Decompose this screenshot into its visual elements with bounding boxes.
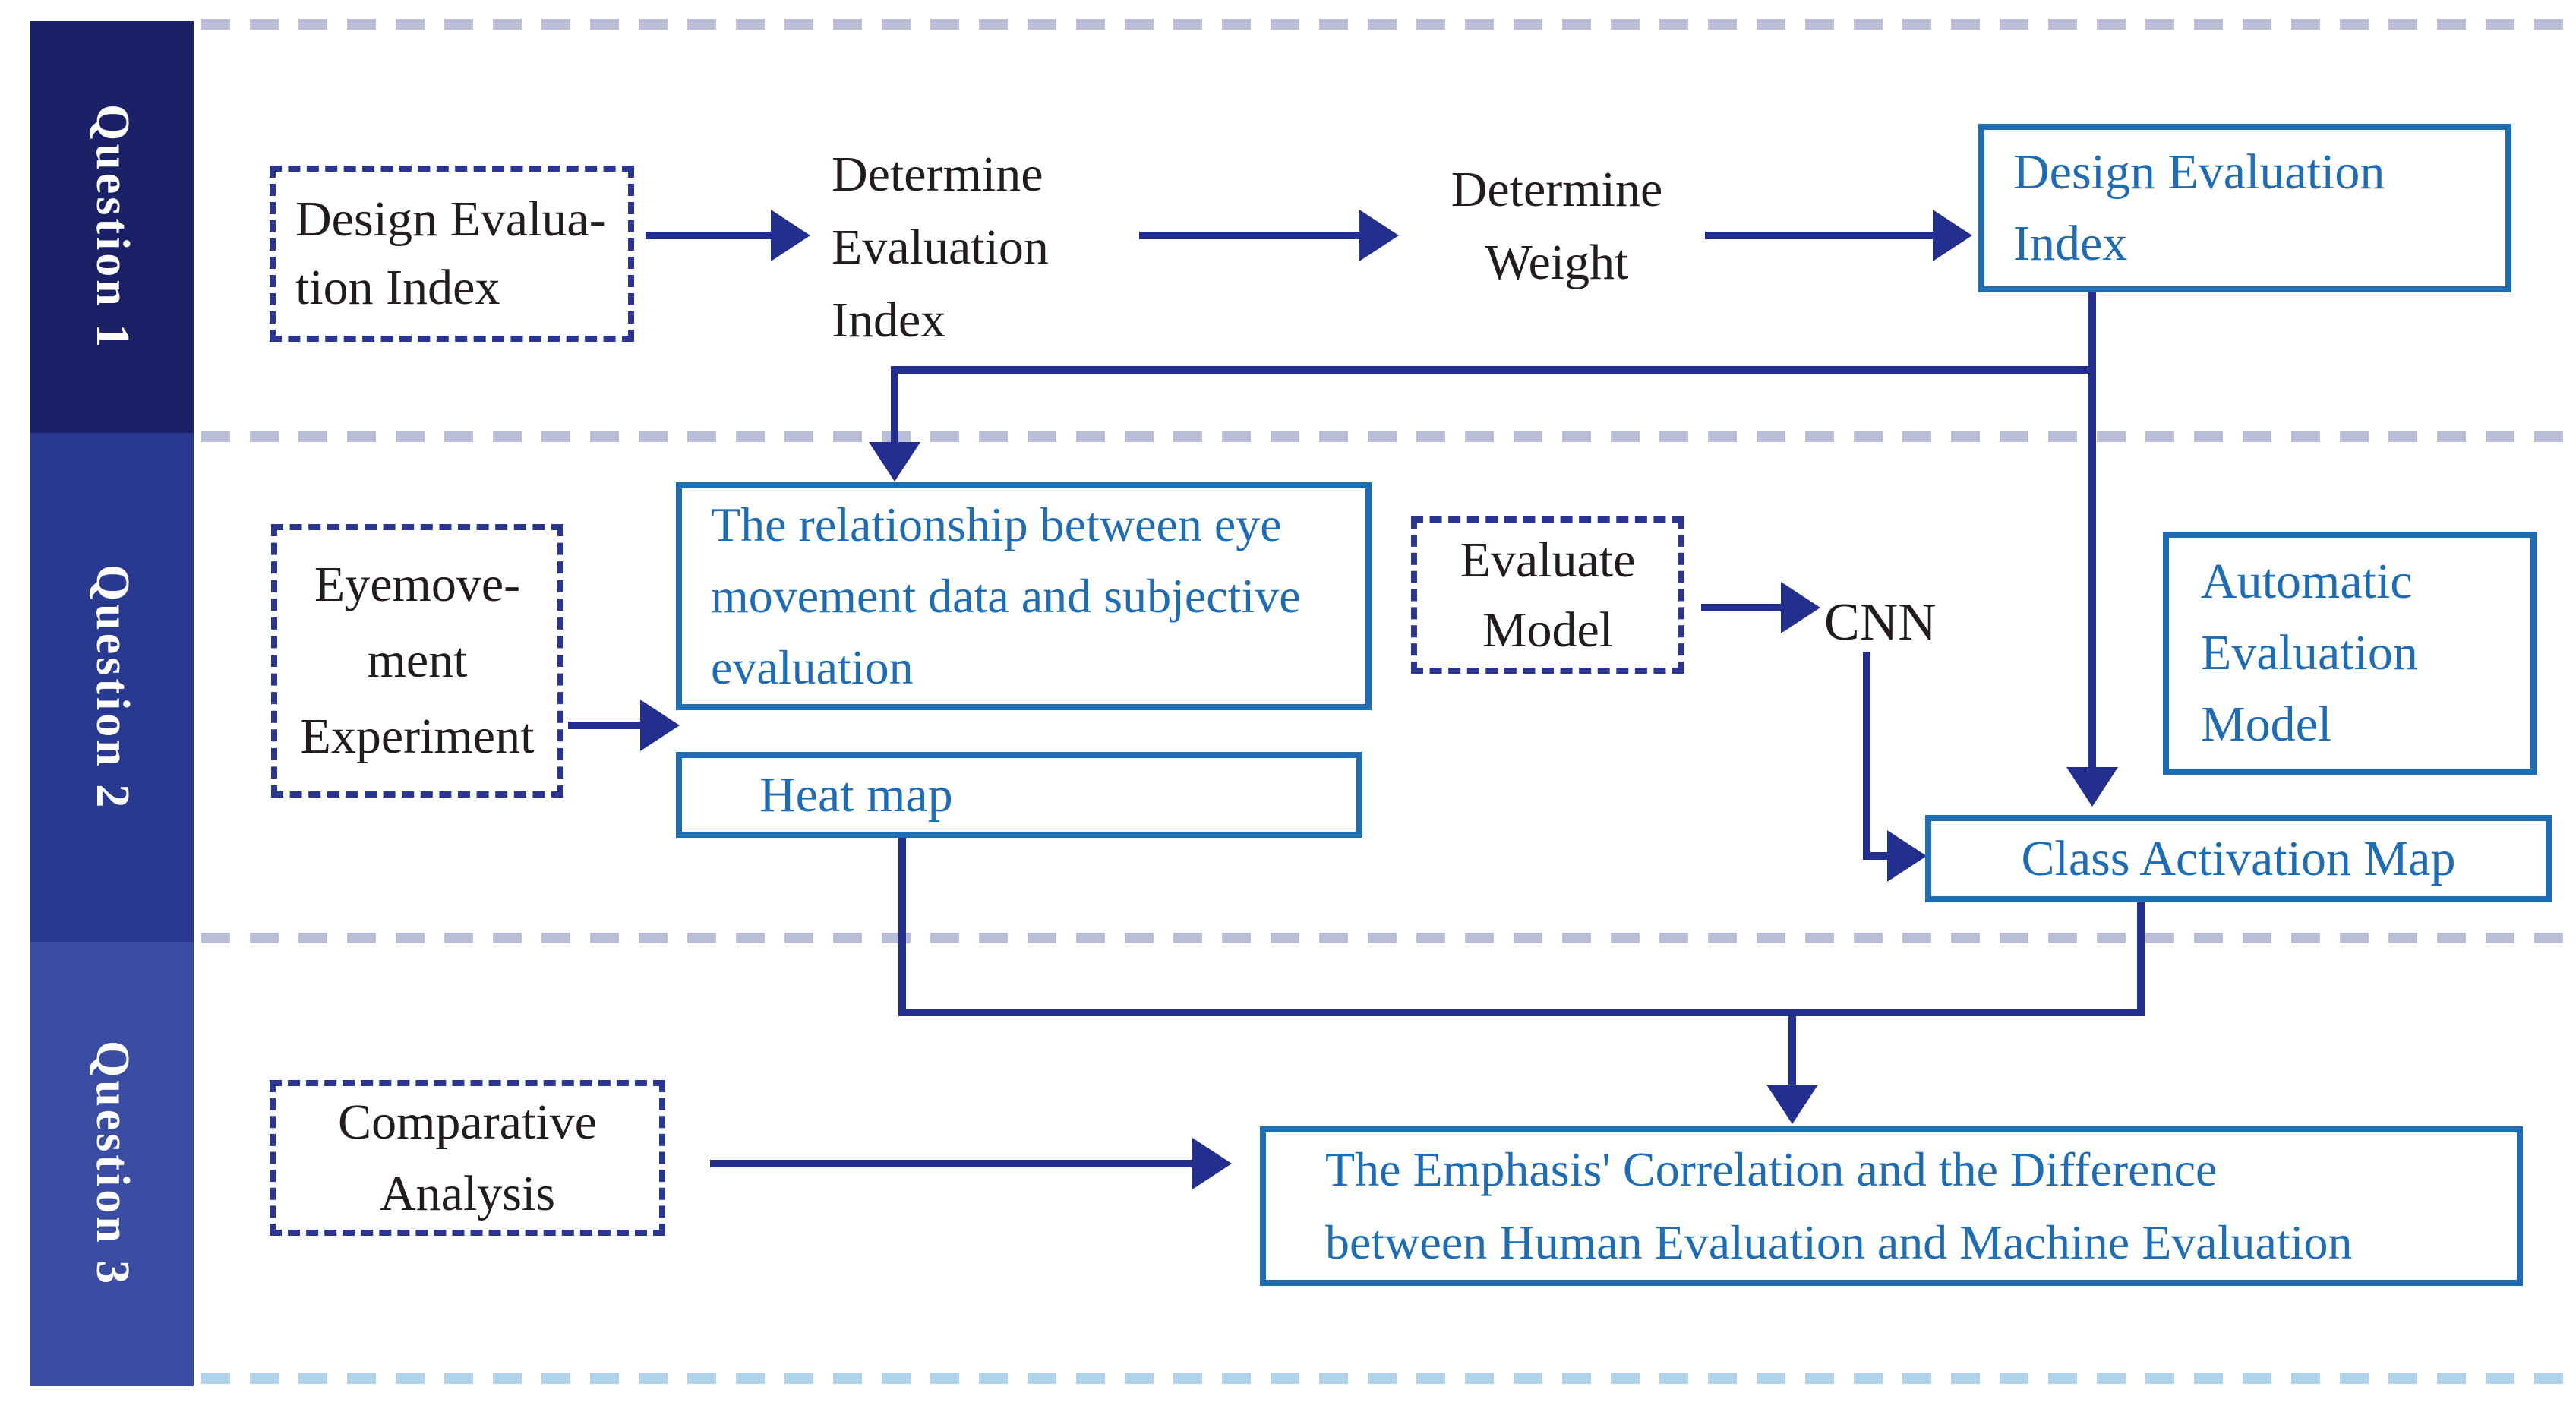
- evaluate-model-dashed-box: Evaluate Model: [1411, 516, 1684, 674]
- separator-top: [201, 19, 2563, 30]
- relationship-box: The relationship between eye movement da…: [676, 482, 1372, 710]
- arrowhead-down-icon: [2066, 767, 2118, 807]
- arrowhead-down-icon: [869, 442, 920, 482]
- connector-cnn-down: [1863, 652, 1870, 860]
- connector-class-activation-map-down: [2137, 902, 2145, 1016]
- arrowhead-right-icon: [1933, 210, 1972, 261]
- arrow-to-determine-evaluation-index: [646, 232, 771, 239]
- correlation-difference-result-box: The Emphasis' Correlation and the Differ…: [1260, 1126, 2523, 1286]
- design-evaluation-index-result-box: Design Evaluation Index: [1978, 124, 2511, 292]
- arrowhead-down-icon: [1766, 1085, 1818, 1124]
- connector-cnn-right: [1863, 852, 1887, 860]
- arrowhead-right-icon: [1192, 1138, 1232, 1189]
- connector-merge-horizontal: [898, 1009, 2145, 1016]
- sidebar-label-question-1: Question 1: [87, 103, 138, 351]
- arrow-to-determine-weight: [1139, 232, 1359, 239]
- arrow-comparative-analysis-to-result: [710, 1160, 1192, 1167]
- heat-map-box: Heat map: [676, 752, 1362, 838]
- sidebar-label-question-3: Question 3: [87, 1041, 138, 1287]
- connector-merge-to-result: [1788, 1012, 1796, 1085]
- arrowhead-right-icon: [1359, 210, 1399, 261]
- design-evaluation-index-dashed-box: Design Evalua- tion Index: [270, 166, 634, 342]
- arrowhead-right-icon: [1887, 830, 1927, 882]
- eye-movement-experiment-dashed-box: Eyemove- ment Experiment: [271, 524, 564, 798]
- connector-branch-horizontal: [891, 366, 2096, 374]
- connector-result-box-down: [2088, 292, 2096, 374]
- sidebar-section-question-2: Question 2: [30, 433, 194, 942]
- connector-branch-left-down: [891, 366, 898, 442]
- connector-heat-map-down: [898, 838, 906, 1016]
- arrowhead-right-icon: [771, 210, 810, 261]
- separator-bottom: [201, 1373, 2563, 1384]
- arrowhead-right-icon: [640, 700, 680, 751]
- sidebar-label-question-2: Question 2: [87, 564, 138, 811]
- sidebar-section-question-1: Question 1: [30, 21, 194, 433]
- arrow-eye-movement-to-results: [568, 722, 640, 729]
- automatic-evaluation-model-box: Automatic Evaluation Model: [2163, 532, 2537, 775]
- sidebar-section-question-3: Question 3: [30, 942, 194, 1386]
- comparative-analysis-dashed-box: Comparative Analysis: [270, 1080, 665, 1236]
- separator-question2-question3: [201, 933, 2563, 943]
- class-activation-map-box: Class Activation Map: [1925, 815, 2552, 902]
- separator-question1-question2: [201, 431, 2563, 442]
- determine-weight-label: Determine Weight: [1451, 162, 1663, 290]
- connector-to-class-activation-map: [2088, 366, 2096, 767]
- arrow-to-design-evaluation-index-box: [1705, 232, 1933, 239]
- arrow-evaluate-model-to-cnn: [1701, 604, 1781, 611]
- cnn-label: CNN: [1824, 593, 1937, 652]
- determine-evaluation-index-label: Determine Evaluation Index: [832, 147, 1049, 348]
- arrowhead-right-icon: [1781, 582, 1820, 633]
